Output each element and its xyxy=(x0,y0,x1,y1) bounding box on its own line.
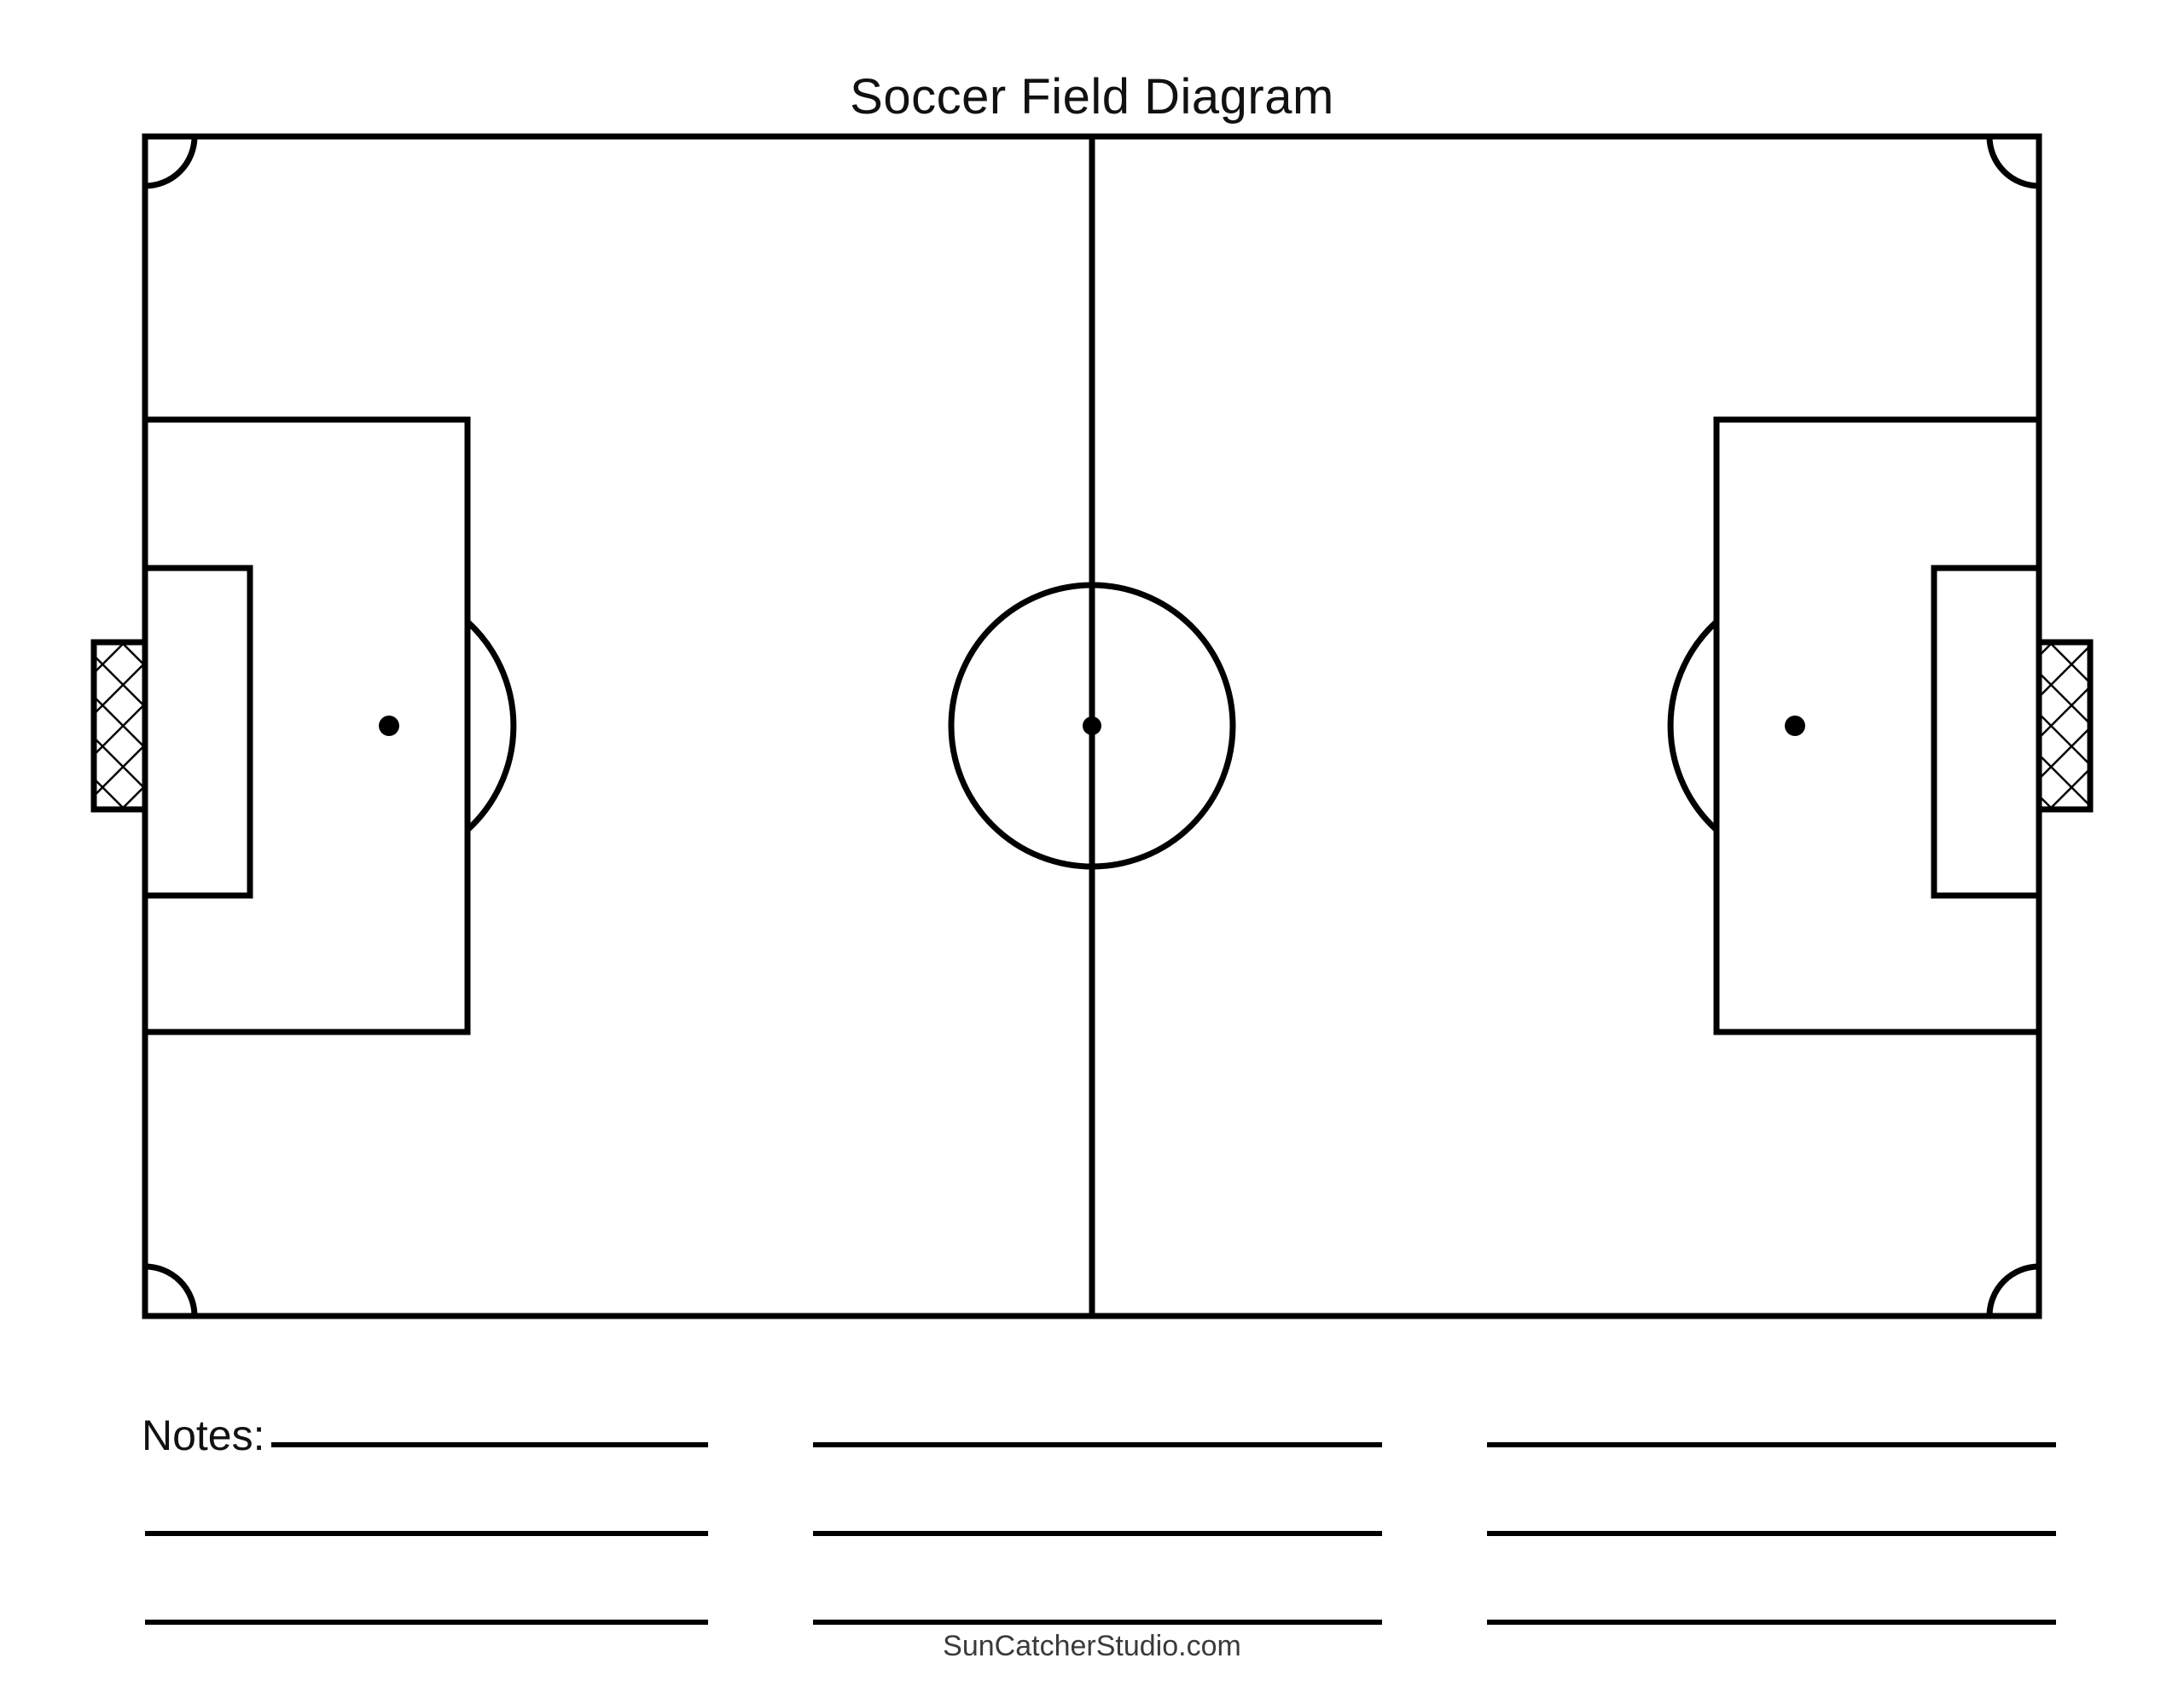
goal-net-right xyxy=(2036,639,2094,813)
penalty-spot-left xyxy=(379,716,399,736)
center-spot xyxy=(1083,716,1101,735)
page-title: Soccer Field Diagram xyxy=(850,68,1334,125)
notes-label: Notes: xyxy=(142,1412,265,1459)
penalty-spot-right xyxy=(1785,716,1805,736)
penalty-area-left xyxy=(142,416,471,1035)
goal-net-left xyxy=(90,639,148,813)
site-footer: SunCatcherStudio.com xyxy=(943,1630,1241,1662)
soccer-field-diagram xyxy=(0,109,2184,1346)
goal-area-left xyxy=(142,565,253,899)
notes-section xyxy=(0,1375,2184,1631)
corner-arc-bottom-left xyxy=(144,1263,198,1317)
penalty-arc-right xyxy=(1667,619,1719,832)
penalty-arc-left xyxy=(465,619,517,832)
goal-area-right xyxy=(1931,565,2042,899)
corner-arc-bottom-right xyxy=(1986,1263,2040,1317)
notes-rules xyxy=(145,1442,2056,1625)
field-svg xyxy=(90,133,2094,1319)
corner-arc-top-right xyxy=(1986,136,2040,189)
center-circle xyxy=(948,582,1236,870)
corner-arc-top-left xyxy=(144,136,198,189)
